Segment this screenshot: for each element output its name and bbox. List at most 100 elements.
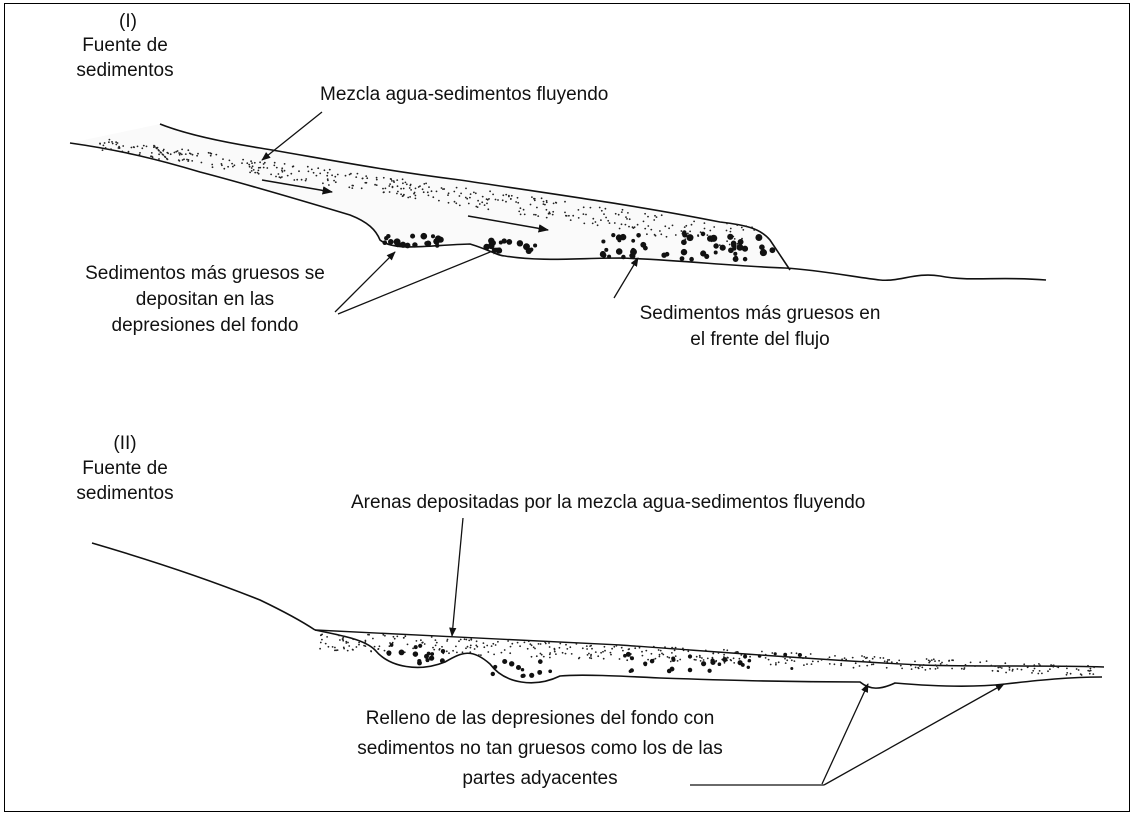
stipple2-grain [1034, 668, 1036, 670]
coarse1-grain [760, 249, 767, 256]
stipple1-grain [622, 209, 624, 211]
stipple1-grain [644, 213, 646, 215]
stipple1-grain [583, 223, 585, 225]
stipple2-grain [1066, 665, 1068, 667]
coarse1-grain [713, 243, 718, 248]
stipple1-grain [151, 152, 153, 154]
stipple1-grain [619, 228, 621, 230]
stipple2-grain [935, 668, 937, 670]
coarse1-grain [607, 255, 611, 259]
stipple1-grain [533, 214, 535, 216]
stipple1-grain [365, 175, 367, 177]
stipple1-grain [666, 236, 668, 238]
panel-ii-source-line1: Fuente de [40, 457, 210, 481]
stipple1-grain [191, 160, 193, 162]
stipple1-grain [492, 194, 494, 196]
stipple1-grain [505, 194, 507, 196]
stipple2-grain [365, 641, 367, 643]
stipple1-grain [281, 169, 283, 171]
coarse1-grain [395, 241, 401, 247]
stipple1-grain [357, 173, 359, 175]
coarse1-grain [727, 234, 733, 240]
stipple1-grain [212, 166, 214, 168]
coarse1-grain [710, 235, 717, 242]
stipple1-grain [403, 195, 405, 197]
stipple1-grain [625, 224, 627, 226]
stipple2-grain [509, 652, 511, 654]
stipple2-grain [929, 660, 931, 662]
stipple2-grain [712, 657, 714, 659]
stipple1-grain [661, 214, 663, 216]
stipple1-grain [105, 147, 107, 149]
stipple2-grain [420, 639, 422, 641]
stipple1-grain [425, 183, 427, 185]
stipple1-grain [505, 201, 507, 203]
stipple1-grain [653, 219, 655, 221]
stipple2-grain [611, 648, 613, 650]
stipple2-grain [600, 652, 602, 654]
stipple2-grain [621, 647, 623, 649]
stipple2-grain [452, 650, 454, 652]
stipple1-grain [475, 192, 477, 194]
stipple2-grain [1078, 669, 1080, 671]
stipple2-grain [999, 667, 1001, 669]
stipple1-grain [656, 216, 658, 218]
coarse1-grain [490, 240, 496, 246]
stipple1-grain [215, 154, 217, 156]
stipple1-grain [374, 184, 376, 186]
stipple1-grain [595, 221, 597, 223]
stipple2-grain [937, 667, 939, 669]
stipple1-grain [99, 143, 101, 145]
stipple1-grain [143, 145, 145, 147]
stipple1-grain [252, 165, 254, 167]
stipple2-grain [1092, 673, 1094, 675]
stipple1-grain [410, 189, 412, 191]
stipple1-grain [104, 142, 106, 144]
panel-ii-slope [92, 543, 315, 630]
stipple2-grain [749, 656, 751, 658]
stipple2-grain [827, 658, 829, 660]
stipple1-grain [592, 223, 594, 225]
stipple2-grain [421, 642, 423, 644]
stipple1-grain [305, 180, 307, 182]
stipple1-grain [647, 225, 649, 227]
stipple2-grain [320, 642, 322, 644]
stipple2-grain [534, 648, 536, 650]
stipple1-grain [254, 172, 256, 174]
stipple2-grain [948, 660, 950, 662]
stipple2-grain [1021, 669, 1023, 671]
stipple1-grain [534, 200, 536, 202]
coarse1-grain [636, 233, 641, 238]
stipple1-grain [319, 173, 321, 175]
panel-i-coarse-front-line1: Sedimentos más gruesos en [580, 302, 940, 326]
stipple2-grain [812, 661, 814, 663]
stipple1-grain [293, 179, 295, 181]
stipple1-grain [185, 153, 187, 155]
stipple2-grain [699, 656, 701, 658]
stipple1-grain [178, 159, 180, 161]
stipple2-grain [586, 645, 588, 647]
coarse1-grain [769, 247, 775, 253]
stipple1-grain [443, 188, 445, 190]
coarse1-grain [681, 239, 687, 245]
stipple2-grain [874, 656, 876, 658]
stipple1-grain [536, 207, 538, 209]
stipple1-grain [726, 223, 728, 225]
stipple1-grain [165, 156, 167, 158]
stipple2-grain [1076, 668, 1078, 670]
coarse1-grain [410, 234, 415, 239]
stipple1-grain [177, 150, 179, 152]
stipple2-grain [707, 658, 709, 660]
stipple2-grain [768, 659, 770, 661]
stipple2-grain [699, 655, 701, 657]
stipple1-grain [167, 152, 169, 154]
stipple2-grain [531, 656, 533, 658]
stipple1-grain [187, 149, 189, 151]
stipple1-grain [487, 208, 489, 210]
stipple2-grain [682, 648, 684, 650]
stipple1-grain [546, 200, 548, 202]
stipple1-grain [263, 167, 265, 169]
stipple1-grain [741, 227, 743, 229]
coarse2-grain [414, 645, 418, 649]
coarse1-grain [737, 244, 744, 251]
